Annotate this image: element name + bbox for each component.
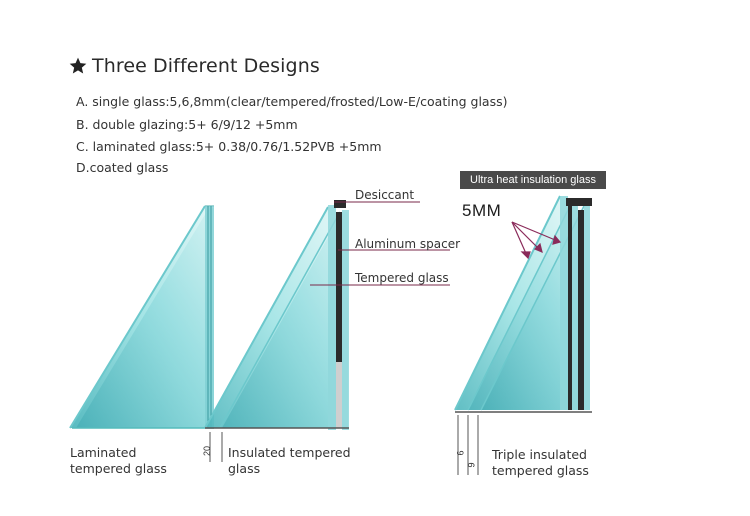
caption-insulated-line2: glass: [228, 461, 351, 477]
caption-laminated-line2: tempered glass: [70, 461, 167, 477]
tempered-label: Tempered glass: [355, 271, 449, 285]
caption-triple-line1: Triple insulated: [492, 447, 589, 463]
desiccant-label: Desiccant: [355, 188, 414, 202]
caption-laminated: Laminated tempered glass: [70, 445, 167, 477]
caption-insulated: Insulated tempered glass: [228, 445, 351, 477]
triple-dim-b: 9: [467, 462, 477, 467]
spacer-label: Aluminum spacer: [355, 237, 460, 251]
ultra-heat-banner: Ultra heat insulation glass: [460, 171, 606, 189]
insulated-dim: 20: [202, 446, 212, 456]
triple-dim-a: 6: [456, 450, 466, 455]
caption-laminated-line1: Laminated: [70, 445, 167, 461]
caption-triple-line2: tempered glass: [492, 463, 589, 479]
caption-insulated-line1: Insulated tempered: [228, 445, 351, 461]
five-mm-label: 5MM: [462, 201, 501, 221]
insulated-pane: [205, 200, 349, 462]
laminated-pane: [70, 206, 214, 428]
triple-pane: [455, 196, 592, 475]
caption-triple: Triple insulated tempered glass: [492, 447, 589, 479]
